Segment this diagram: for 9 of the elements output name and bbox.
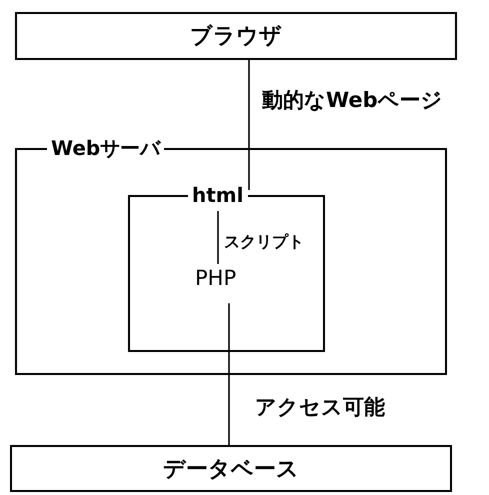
- connector-line: [217, 211, 219, 264]
- edge-label: 動的なWebページ: [262, 88, 443, 114]
- process-box: データベース: [10, 445, 452, 492]
- edge-label: アクセス可能: [255, 395, 385, 420]
- edge-label: スクリプト: [224, 232, 304, 252]
- process-box: ブラウザ: [15, 12, 457, 60]
- node-label: PHP: [195, 266, 236, 292]
- connector-line: [228, 303, 230, 445]
- connector-line: [248, 60, 250, 190]
